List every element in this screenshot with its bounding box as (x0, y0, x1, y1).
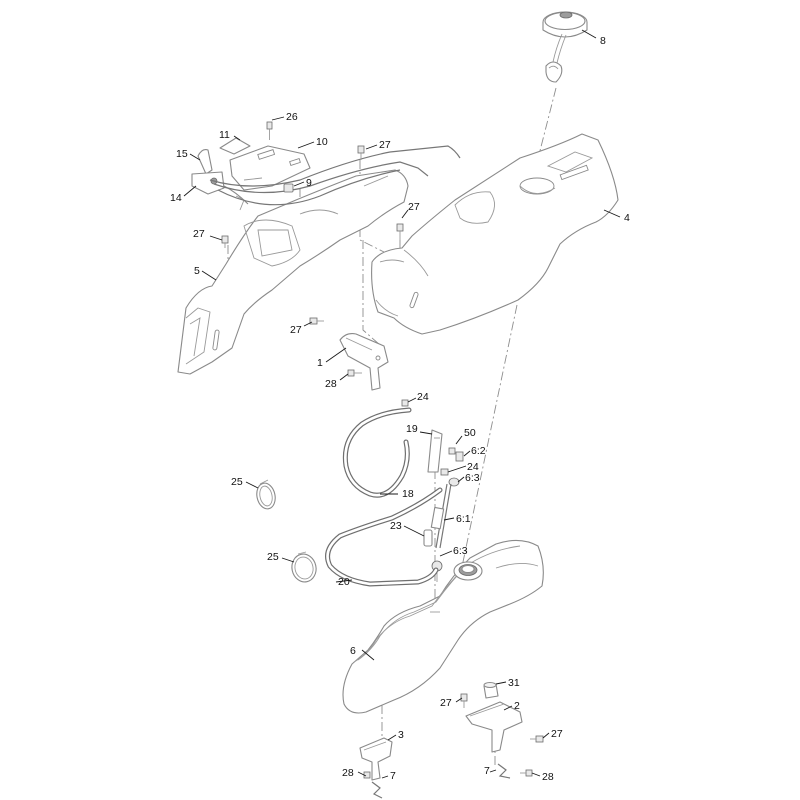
callout-9: 9 (306, 177, 312, 189)
callout-18: 18 (402, 488, 414, 500)
callout-11: 11 (219, 129, 230, 141)
callout-23: 23 (390, 520, 402, 532)
callout-6-1: 6:1 (456, 513, 471, 525)
screw-part-27-e[interactable] (460, 693, 468, 708)
screw-part-27-f[interactable] (530, 735, 544, 743)
screw-part-24-b[interactable] (440, 468, 449, 476)
fitting-part-6-2[interactable] (455, 451, 464, 462)
callout-labels: 8 26 11 10 27 15 9 14 4 27 27 5 27 1 28 … (170, 35, 630, 783)
tank-cover-part-4[interactable] (371, 133, 619, 335)
callout-26: 26 (286, 111, 298, 123)
callout-5: 5 (194, 265, 200, 277)
callout-25-a: 25 (231, 476, 243, 488)
callout-15: 15 (176, 148, 188, 160)
clamp-part-25-a[interactable] (254, 479, 277, 511)
callout-19: 19 (406, 423, 418, 435)
screw-part-26[interactable] (266, 121, 273, 140)
housing-part-5[interactable] (177, 169, 409, 375)
callout-8: 8 (600, 35, 606, 47)
hose-part-18[interactable] (342, 407, 412, 498)
callout-24-a: 24 (417, 391, 429, 403)
upper-plate-part-10[interactable] (229, 145, 311, 191)
callout-6-3-b: 6:3 (453, 545, 468, 557)
screw-part-24-a[interactable] (401, 399, 409, 407)
callout-10: 10 (316, 136, 328, 148)
callout-27-d: 27 (290, 324, 302, 336)
callout-20: 20 (338, 576, 350, 588)
callout-3: 3 (398, 729, 404, 741)
callout-4: 4 (624, 212, 630, 224)
callout-leader-lines (183, 29, 621, 779)
callout-27-f: 27 (551, 728, 563, 740)
callout-6-2: 6:2 (471, 445, 486, 457)
callout-50: 50 (464, 427, 476, 439)
fuel-cap-part-8[interactable] (542, 11, 588, 83)
bumper-part-31[interactable] (483, 682, 499, 699)
callout-27-e: 27 (440, 697, 452, 709)
screw-part-28-a[interactable] (347, 369, 362, 377)
callout-7-b: 7 (484, 765, 490, 777)
decal-part-11[interactable] (219, 137, 251, 155)
fastener-screws (221, 121, 544, 779)
callout-1: 1 (317, 357, 323, 369)
callout-27-b: 27 (408, 201, 420, 213)
bracket-part-1[interactable] (339, 333, 389, 391)
pipe-part-19[interactable] (427, 429, 443, 473)
callout-28-c: 28 (542, 771, 554, 783)
callout-24-b: 24 (467, 461, 479, 473)
screw-part-27-b[interactable] (396, 223, 404, 240)
callout-28-a: 28 (325, 378, 337, 390)
fuel-tank-part-6[interactable] (342, 539, 544, 714)
screw-part-27-d[interactable] (309, 317, 324, 325)
clamp-part-25-b[interactable] (289, 551, 318, 584)
callout-25-b: 25 (267, 551, 279, 563)
callout-28-b: 28 (342, 767, 354, 779)
screw-part-27-a[interactable] (357, 145, 365, 160)
fuel-line-part-6-1[interactable] (430, 483, 452, 549)
lever-part-15[interactable] (191, 149, 225, 195)
callout-27-c: 27 (193, 228, 205, 240)
clip-part-7-b[interactable] (497, 763, 511, 779)
screw-part-27-c[interactable] (221, 235, 229, 248)
callout-6: 6 (350, 645, 356, 657)
fitting-part-6-3-a[interactable] (448, 477, 460, 487)
callout-31: 31 (508, 677, 520, 689)
callout-14: 14 (170, 192, 182, 204)
clip-part-7-a[interactable] (371, 781, 383, 799)
callout-2: 2 (514, 700, 520, 712)
filter-part-23[interactable] (423, 529, 433, 547)
callout-6-3-a: 6:3 (465, 472, 480, 484)
hose-part-20[interactable] (325, 487, 443, 587)
screw-part-28-c[interactable] (520, 769, 533, 777)
callout-27-a: 27 (379, 139, 391, 151)
callout-7-a: 7 (390, 770, 396, 782)
control-cables (209, 145, 461, 206)
screw-part-50[interactable] (448, 447, 456, 455)
nut-part-9[interactable] (283, 183, 294, 193)
